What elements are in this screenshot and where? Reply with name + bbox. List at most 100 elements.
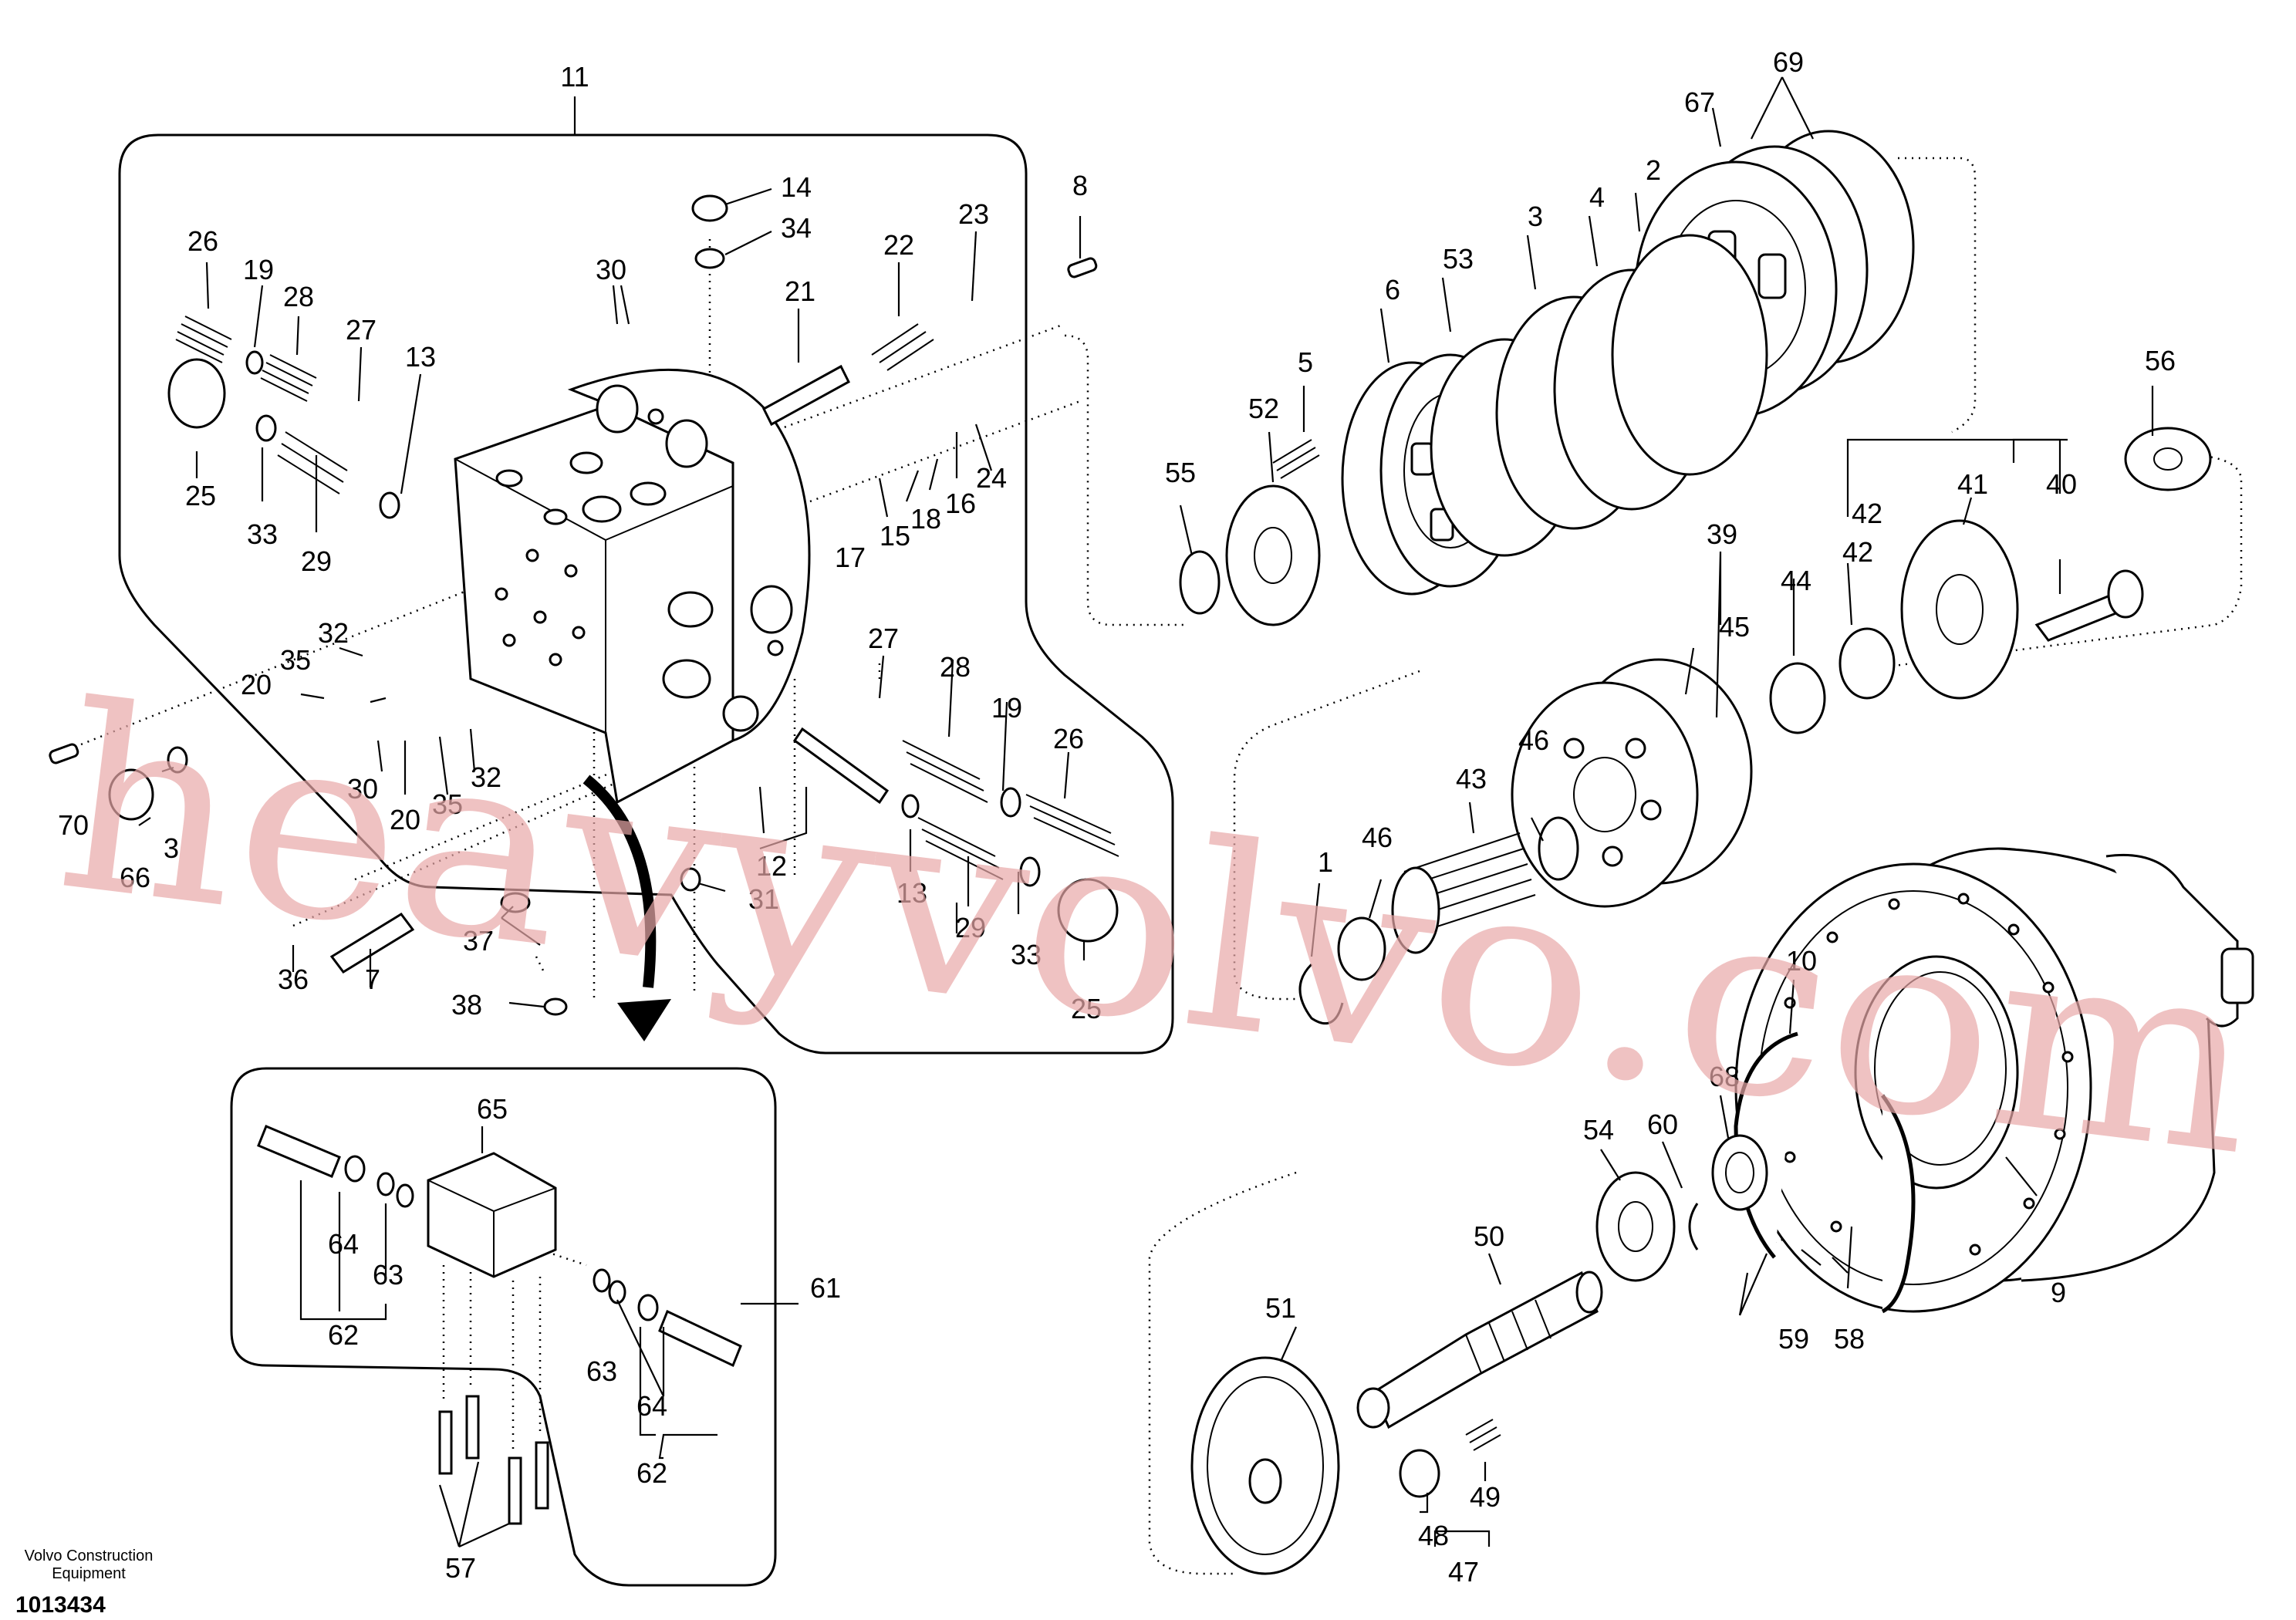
dotted-path-c (292, 716, 765, 927)
label-35-left: 35 (280, 644, 311, 676)
label-10: 10 (1786, 945, 1817, 977)
part-29-spring-left (277, 431, 348, 494)
label-44: 44 (1781, 565, 1811, 596)
part-37-oring (500, 892, 531, 913)
label-64-left: 64 (328, 1228, 359, 1260)
label-30-bottom: 30 (347, 773, 378, 805)
label-36: 36 (278, 964, 309, 995)
label-46-top: 46 (1518, 724, 1549, 756)
label-18: 18 (910, 503, 941, 535)
label-63-left: 63 (373, 1259, 403, 1291)
part-54-bearing (1595, 1171, 1676, 1282)
label-11: 11 (560, 61, 589, 93)
label-26-left: 26 (187, 225, 218, 257)
part-26-spring-right (1025, 794, 1119, 857)
frame-group-11 (118, 133, 1174, 1055)
part-21-spool (762, 364, 850, 427)
label-51: 51 (1265, 1292, 1296, 1324)
part-61-fitting-left (257, 1125, 341, 1178)
label-69: 69 (1773, 46, 1804, 78)
watermark: heavyvolvo.com (46, 650, 2271, 1213)
motor-housing (1734, 847, 2254, 1313)
part-5-spring (1272, 439, 1320, 479)
label-54: 54 (1583, 1114, 1614, 1146)
label-57: 57 (445, 1552, 476, 1584)
label-29-left: 29 (301, 545, 332, 577)
label-64-right: 64 (636, 1390, 667, 1422)
part-12-spool (792, 727, 890, 805)
label-47: 47 (1448, 1556, 1479, 1588)
label-15: 15 (880, 520, 910, 552)
label-55: 55 (1165, 457, 1196, 488)
part-26-spring-left (175, 316, 232, 363)
label-63-right: 63 (586, 1355, 617, 1387)
part-50-shaft (1356, 1271, 1603, 1429)
label-20-bottom: 20 (390, 804, 420, 835)
part-61-fitting-right (658, 1309, 742, 1368)
part-28-spring-left (260, 354, 317, 402)
part-31-plug (680, 867, 701, 892)
label-12: 12 (756, 850, 787, 882)
label-59: 59 (1778, 1323, 1809, 1355)
label-53: 53 (1443, 243, 1474, 275)
part-68-bearing (1711, 1134, 1768, 1211)
part-38-oring (543, 997, 568, 1016)
label-39: 39 (1707, 518, 1737, 550)
leader-lines (138, 76, 2154, 1547)
label-22: 22 (883, 229, 914, 261)
label-4: 4 (1589, 181, 1605, 213)
label-33-right: 33 (1011, 939, 1042, 970)
part-57-bolts (438, 1395, 549, 1525)
label-26-right: 26 (1053, 723, 1084, 754)
part-25-cap-right (1057, 878, 1119, 943)
label-14: 14 (781, 171, 812, 203)
part-34-oring (694, 248, 725, 269)
part-22-spring (871, 323, 934, 371)
label-46-bottom: 46 (1362, 822, 1393, 853)
part-42-sleeve (1838, 627, 1896, 700)
part-7-bolt (329, 913, 415, 974)
part-46-washer (1538, 816, 1579, 881)
label-35-bottom: 35 (432, 788, 463, 820)
label-33-left: 33 (247, 518, 278, 550)
part-13-oring-right (901, 794, 920, 818)
part-48-sleeve (1399, 1449, 1440, 1498)
dotted-path-lower (1148, 1171, 1297, 1575)
dotted-path-j (535, 956, 545, 973)
label-67: 67 (1684, 86, 1715, 118)
dotted-path-top (771, 322, 1065, 434)
part-49-plug (1465, 1419, 1501, 1451)
label-23: 23 (958, 198, 989, 230)
label-8: 8 (1072, 170, 1088, 201)
part-29-spring-right (917, 817, 1004, 880)
label-43: 43 (1456, 763, 1487, 795)
part-46b-washer (1337, 916, 1386, 981)
part-14-plug (691, 194, 728, 222)
label-13-right: 13 (896, 877, 927, 909)
label-21: 21 (785, 275, 815, 307)
part-39-cylinder-block (1511, 658, 1753, 908)
label-3: 3 (1528, 201, 1543, 232)
label-61: 61 (810, 1272, 841, 1304)
part-66-plug (108, 768, 154, 821)
part-41-plate (1900, 519, 2019, 700)
part-19-oring-left (245, 350, 264, 375)
part-2-ring (1611, 234, 1768, 476)
part-56-washer (2124, 427, 2212, 491)
label-25-right: 25 (1071, 993, 1102, 1024)
part-65-block (427, 1152, 557, 1278)
label-66: 66 (120, 862, 150, 893)
label-65: 65 (477, 1093, 508, 1125)
label-50: 50 (1474, 1220, 1504, 1252)
label-27-right: 27 (868, 623, 899, 654)
label-29-right: 29 (955, 912, 986, 943)
label-49: 49 (1470, 1481, 1501, 1513)
label-42: 42 (1842, 536, 1873, 568)
label-70: 70 (58, 809, 89, 841)
label-52: 52 (1248, 393, 1279, 424)
part-3-oring (167, 746, 188, 774)
label-62-right: 62 (636, 1457, 667, 1489)
label-13-left: 13 (405, 341, 436, 373)
label-27-left: 27 (346, 314, 376, 346)
